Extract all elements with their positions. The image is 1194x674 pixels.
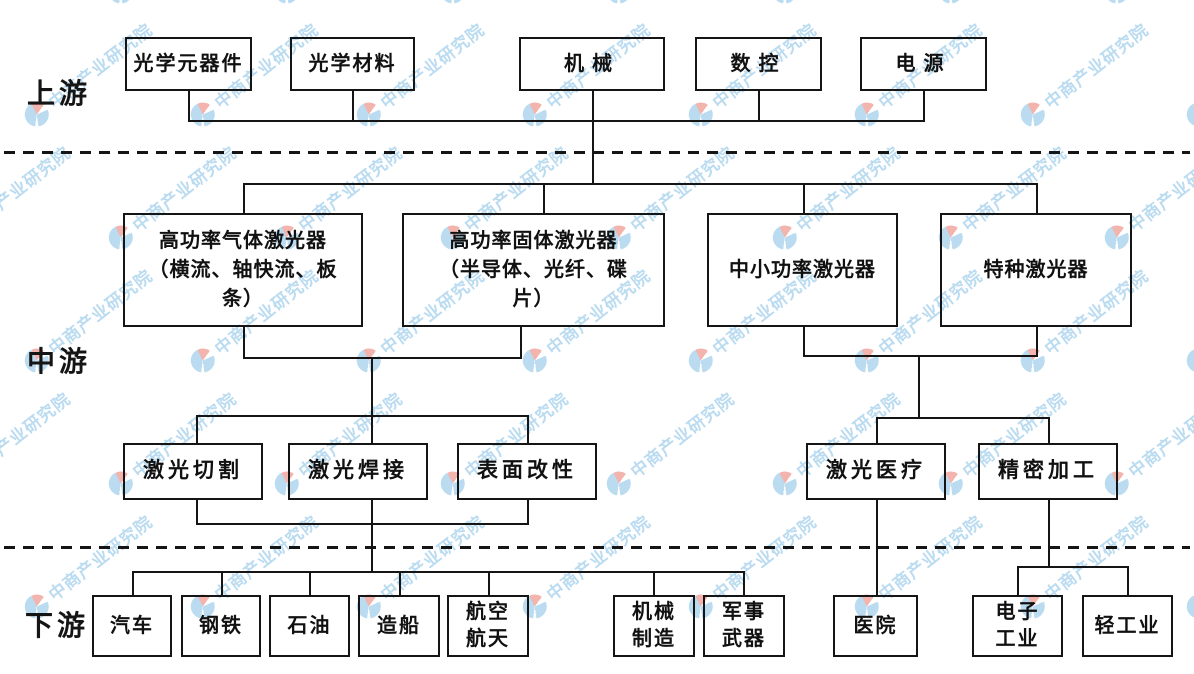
connector-line	[876, 417, 878, 443]
midstream-downstream-divider	[4, 546, 1190, 549]
connector-line	[352, 91, 354, 120]
connector-line	[371, 357, 373, 445]
connector-line	[188, 91, 190, 120]
connector-line	[399, 571, 401, 595]
upstream-label: 上游	[27, 78, 92, 109]
connector-line	[196, 415, 198, 443]
midstream-label: 中游	[27, 346, 92, 377]
connector-line	[243, 357, 522, 359]
connector-line	[1036, 327, 1038, 355]
node-automobile: 汽车	[92, 595, 172, 657]
connector-line	[803, 327, 805, 355]
node-power-supply: 电源	[860, 37, 987, 91]
node-special-laser: 特种激光器	[940, 213, 1132, 327]
connector-line	[132, 571, 745, 573]
connector-line	[803, 355, 1038, 357]
node-hospital: 医院	[833, 595, 918, 657]
node-laser-medical: 激光医疗	[806, 443, 946, 500]
node-military-weapons: 军事 武器	[703, 595, 785, 657]
node-small-medium-power-laser: 中小功率激光器	[707, 213, 898, 327]
connector-line	[592, 91, 594, 183]
node-cnc: 数控	[695, 37, 822, 91]
node-optical-components: 光学元器件	[125, 37, 252, 91]
connector-line	[243, 327, 245, 357]
connector-line	[918, 355, 920, 417]
connector-line	[196, 523, 529, 525]
connector-line	[196, 500, 198, 523]
connector-line	[196, 415, 529, 417]
connector-line	[1036, 183, 1038, 213]
node-laser-cutting: 激光切割	[123, 443, 263, 500]
node-precision-machining: 精密加工	[978, 443, 1118, 500]
connector-line	[1048, 500, 1050, 566]
connector-line	[876, 417, 1050, 419]
node-steel: 钢铁	[181, 595, 261, 657]
connector-line	[1127, 566, 1129, 595]
node-machinery-manufacturing: 机械 制造	[613, 595, 695, 657]
node-light-industry: 轻工业	[1082, 595, 1173, 657]
connector-line	[488, 571, 490, 595]
node-machinery: 机械	[519, 37, 665, 91]
connector-line	[803, 183, 805, 213]
connector-line	[653, 571, 655, 595]
connector-line	[923, 91, 925, 120]
connector-line	[758, 91, 760, 120]
node-high-power-solid-laser: 高功率固体激光器 （半导体、光纤、碟 片）	[402, 213, 665, 327]
connector-line	[371, 500, 373, 571]
node-aerospace: 航空 航天	[447, 595, 529, 657]
node-high-power-gas-laser: 高功率气体激光器 （横流、轴快流、板 条）	[123, 213, 363, 327]
connector-line	[243, 183, 1038, 185]
node-petroleum: 石油	[269, 595, 350, 657]
connector-line	[309, 571, 311, 595]
connector-line	[221, 571, 223, 595]
connector-line	[1048, 417, 1050, 443]
node-optical-materials: 光学材料	[290, 37, 415, 91]
connector-line	[1017, 566, 1019, 595]
connector-line	[243, 183, 245, 213]
node-electronics-industry: 电子 工业	[972, 595, 1063, 657]
node-surface-modification: 表面改性	[457, 443, 597, 500]
connector-line	[520, 327, 522, 357]
connector-line	[543, 183, 545, 213]
downstream-label: 下游	[25, 610, 90, 641]
connector-line	[1017, 566, 1129, 568]
connector-line	[743, 571, 745, 595]
node-shipbuilding: 造船	[358, 595, 440, 657]
node-laser-welding: 激光焊接	[288, 443, 428, 500]
connector-line	[132, 571, 134, 595]
upstream-midstream-divider	[4, 151, 1190, 154]
connector-line	[527, 415, 529, 443]
connector-line	[188, 120, 925, 122]
connector-line	[527, 500, 529, 523]
